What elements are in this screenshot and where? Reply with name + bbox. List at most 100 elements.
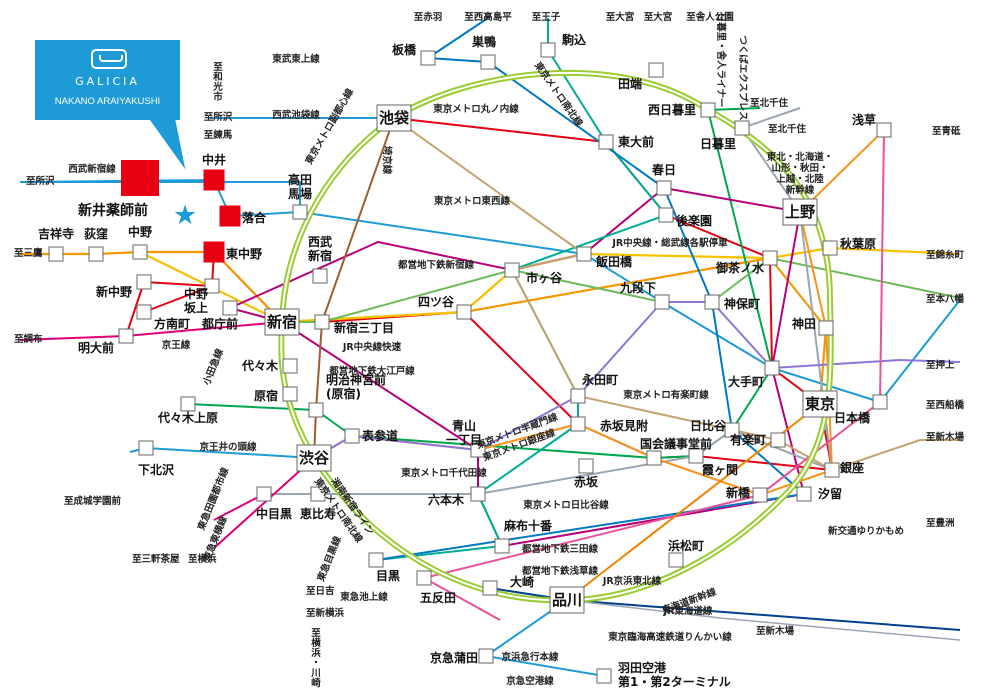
route-keihin-22: [485, 599, 605, 677]
line-label-seibushinjukuline-line-0: 西武新宿線: [68, 163, 116, 175]
line-label-chuosobu: JR中央線・総武線各駅停車: [611, 237, 728, 249]
station-label-seibushinjuku: 西武新宿: [308, 234, 332, 263]
station-label-nippori: 日暮里: [700, 136, 736, 151]
line-label-nippori: 日暮里・舎人ライナー: [715, 13, 727, 108]
station-akasaka: [578, 458, 594, 474]
terminal-mitaka: 至三鷹: [14, 247, 43, 259]
station-aoyama: [470, 442, 486, 458]
station-label-osaki: 大崎: [510, 574, 534, 589]
station-jimbocho: [704, 294, 720, 310]
line-label-keikyuline-line-0: 京浜急行本線: [501, 651, 559, 663]
station-label-nippori-line-0: 日暮里: [700, 136, 736, 151]
line-label-keihintohoku-line-0: JR京浜東北線: [602, 575, 662, 587]
station-label-tochomae: 都庁前: [201, 316, 238, 331]
station-label-kanda-line-0: 神田: [792, 316, 816, 331]
station-label-ueno: 上野: [785, 203, 815, 221]
station-label-yoyogi: 代々木: [241, 358, 279, 373]
station-keikyukamata: [478, 648, 494, 664]
line-label-oedo: 都営地下鉄大江戸線: [328, 365, 415, 377]
line-label-seibuikebukuro: 西武池袋線: [272, 109, 320, 121]
line-label-tobutojo: 東武東上線: [271, 53, 320, 65]
station-label-tochomae-line-0: 都庁前: [201, 316, 238, 331]
terminal-wakoshi: 至和光市: [212, 62, 223, 103]
station-honancho: [136, 304, 152, 320]
terminal-yokohama-line-0: 至横浜: [188, 553, 217, 565]
line-label-chiyoda: 東京メトロ千代田線: [400, 467, 487, 479]
station-label-shinnakano-line-0: 新中野: [96, 284, 132, 299]
route-hanzomon-10: [313, 301, 961, 459]
terminal-kitasenju2-line-0: 至北千住: [768, 123, 807, 135]
terminal-kawasaki-line-0: 至: [311, 628, 321, 639]
station-label-roppongi: 六本木: [428, 492, 465, 507]
terminal-oji-line-0: 至王子: [532, 12, 561, 23]
station-meiji: [308, 402, 324, 418]
terminal-wakoshi-line-2: 光: [212, 81, 223, 93]
station-label-nakano: 中野: [128, 224, 152, 239]
line-label-tokyumeguro-line-0: 東急目黒線: [314, 534, 343, 584]
terminal-akabane: 至赤羽: [414, 11, 443, 23]
route-tokyu-19: [213, 457, 315, 549]
station-label-akihabara: 秋葉原: [840, 236, 876, 251]
station-shinagawa: [549, 586, 585, 614]
line-label-tohoku-line-0: 東北・北海道・: [766, 151, 834, 163]
station-meidaimae: [118, 328, 134, 344]
line-label-nippori-line-0: 日暮里・舎人ライナー: [715, 13, 727, 108]
station-label-yoyogiuehara-line-0: 代々木上原: [157, 410, 218, 425]
station-label-tokyo: 東京: [805, 395, 835, 413]
terminal-shinyokohama: 至新横浜: [306, 607, 345, 619]
station-label-jimbocho: 神保町: [724, 296, 760, 311]
line-label-yurikamome: 新交通ゆりかもめ: [828, 525, 904, 537]
station-nakanosakaue: [204, 278, 220, 294]
station-label-kudanshita: 九段下: [619, 280, 656, 295]
line-label-mita-line-0: 都営地下鉄三田線: [521, 543, 599, 555]
station-nihombashi: [872, 394, 888, 410]
route-tokyu-20: [213, 493, 265, 521]
station-label-nakai: 中井: [202, 152, 226, 167]
station-nakano: [132, 244, 148, 260]
station-ichigaya: [504, 262, 520, 278]
station-seibushinjuku: [312, 268, 328, 284]
station-label-kanda: 神田: [792, 316, 816, 331]
station-labels: 池袋高田馬場新宿渋谷品川東京上野秋葉原神田御茶ノ水飯田橋市ヶ谷四ツ谷春日後楽園神…: [38, 32, 876, 689]
station-label-nagatacho: 永田町: [581, 372, 618, 387]
station-nagatacho: [570, 388, 586, 404]
station-label-takadanobaba-line-0: 高田: [288, 172, 312, 187]
station-ueno: [782, 198, 818, 226]
station-label-meguro-line-0: 目黒: [376, 569, 400, 583]
line-label-saikyo-line-0: 埼京線: [381, 146, 393, 175]
terminal-motoyawata: 至本八幡: [926, 293, 965, 305]
terminal-toneri-line-0: 至舎人公園: [686, 11, 734, 23]
line-label-tokyumeguro: 東急目黒線: [314, 534, 343, 584]
route-hibiya-25: [566, 599, 961, 641]
terminal-tokorozawa1: 至所沢: [204, 111, 233, 123]
terminal-kawasaki-line-3: ・: [311, 658, 321, 669]
station-sugamo: [480, 54, 496, 70]
station-label-shinnakano: 新中野: [96, 284, 132, 299]
line-label-tozai: 東京メトロ東西線: [433, 195, 511, 207]
line-label-oedo-line-0: 都営地下鉄大江戸線: [328, 365, 415, 377]
line-label-chiyoda-line-0: 東京メトロ千代田線: [400, 467, 487, 479]
station-label-haneda-line-0: 羽田空港: [618, 660, 667, 675]
station-label-ginza-line-0: 銀座: [839, 460, 864, 475]
route-lines: [19, 17, 961, 677]
terminal-motoyawata-line-0: 至本八幡: [926, 293, 965, 305]
station-label-ochiai-line-0: 落合: [242, 210, 267, 225]
station-shinjuku: [264, 308, 300, 336]
terminal-nerima: 至練馬: [204, 129, 233, 141]
terminal-kawasaki-line-1: 横: [311, 637, 321, 649]
station-yoyogiuehara: [180, 396, 196, 412]
station-kasuga: [656, 180, 672, 196]
station-shinjukusanchome: [314, 314, 330, 330]
station-label-kasumigaseki: 霞ヶ関: [702, 463, 738, 477]
station-kokkai: [646, 450, 662, 466]
station-label-nihombashi-line-0: 日本橋: [834, 410, 871, 425]
route-chiyoda-5: [187, 107, 773, 459]
station-shimbashi: [752, 487, 768, 503]
line-label-tohoku: 東北・北海道・山形・秋田・上越・北陸新幹線: [766, 151, 834, 196]
line-label-rinkai-line-0: 東京臨海高速鉄道りんかい線: [607, 631, 732, 643]
station-otemachi: [764, 360, 780, 376]
terminal-toyosu-line-0: 至豊洲: [926, 517, 955, 529]
station-label-hibiya: 日比谷: [690, 418, 727, 433]
station-label-keikyukamata-line-0: 京急蒲田: [430, 650, 478, 665]
